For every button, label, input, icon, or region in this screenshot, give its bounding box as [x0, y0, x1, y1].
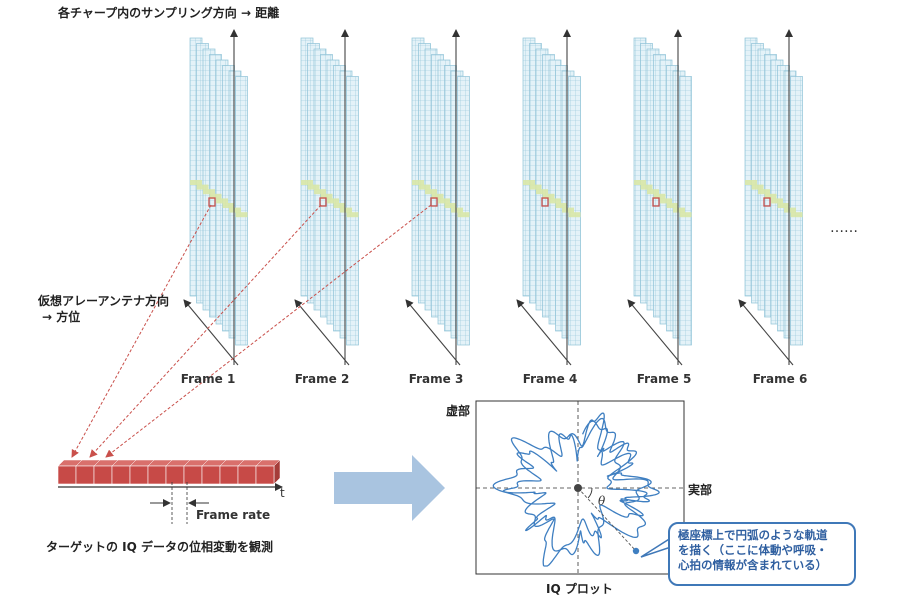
observe-label: ターゲットの IQ データの位相変動を観測: [46, 540, 274, 554]
ellipsis: ……: [830, 220, 858, 236]
time-axis-label: t: [280, 486, 285, 500]
frame-label-1: Frame 1: [180, 372, 236, 386]
frame-rate-label: Frame rate: [196, 508, 271, 522]
callout-line1: 極座標上で円弧のような軌道: [678, 528, 828, 542]
origin-dot: [574, 484, 582, 492]
radar-frame-4: [516, 29, 581, 366]
iq-plot: [475, 400, 685, 575]
theta-label: θ: [598, 494, 606, 508]
iq-callout: 極座標上で円弧のような軌道 を描く（ここに体動や呼吸・ 心拍の情報が含まれている…: [668, 522, 856, 586]
radar-frame-3: [405, 29, 470, 366]
frame-rate-indicator: [150, 482, 209, 524]
frame-label-4: Frame 4: [522, 372, 578, 386]
radar-frame-1: [183, 29, 248, 366]
theta-arc: [587, 487, 593, 499]
iq-imag-label: 虚部: [446, 404, 471, 418]
radar-frame-2: [294, 29, 359, 366]
antenna-label-line1: 仮想アレーアンテナ方向: [38, 294, 170, 308]
radar-frame-5: [627, 29, 692, 366]
frame-label-2: Frame 2: [294, 372, 350, 386]
iq-real-label: 実部: [688, 483, 713, 497]
iq-sample-blocks: [57, 459, 281, 485]
frames-layer: [183, 29, 803, 366]
iq-block: [255, 459, 281, 485]
iq-trajectory: [492, 412, 660, 567]
frame-label-3: Frame 3: [408, 372, 464, 386]
transition-arrow: [334, 455, 445, 521]
callout-line3: 心拍の情報が含まれている）: [678, 558, 828, 572]
iq-plot-title: IQ プロット: [546, 582, 613, 596]
callout-line2: を描く（ここに体動や呼吸・: [678, 543, 828, 557]
radar-frame-6: [738, 29, 803, 366]
frame-label-6: Frame 6: [752, 372, 808, 386]
trajectory-point: [632, 547, 640, 555]
top-title: 各チャープ内のサンプリング方向 → 距離: [58, 6, 280, 20]
target-connectors: [71, 204, 432, 458]
antenna-label-line2: → 方位: [42, 310, 81, 324]
frame-label-5: Frame 5: [636, 372, 692, 386]
radius-line: [577, 487, 637, 552]
